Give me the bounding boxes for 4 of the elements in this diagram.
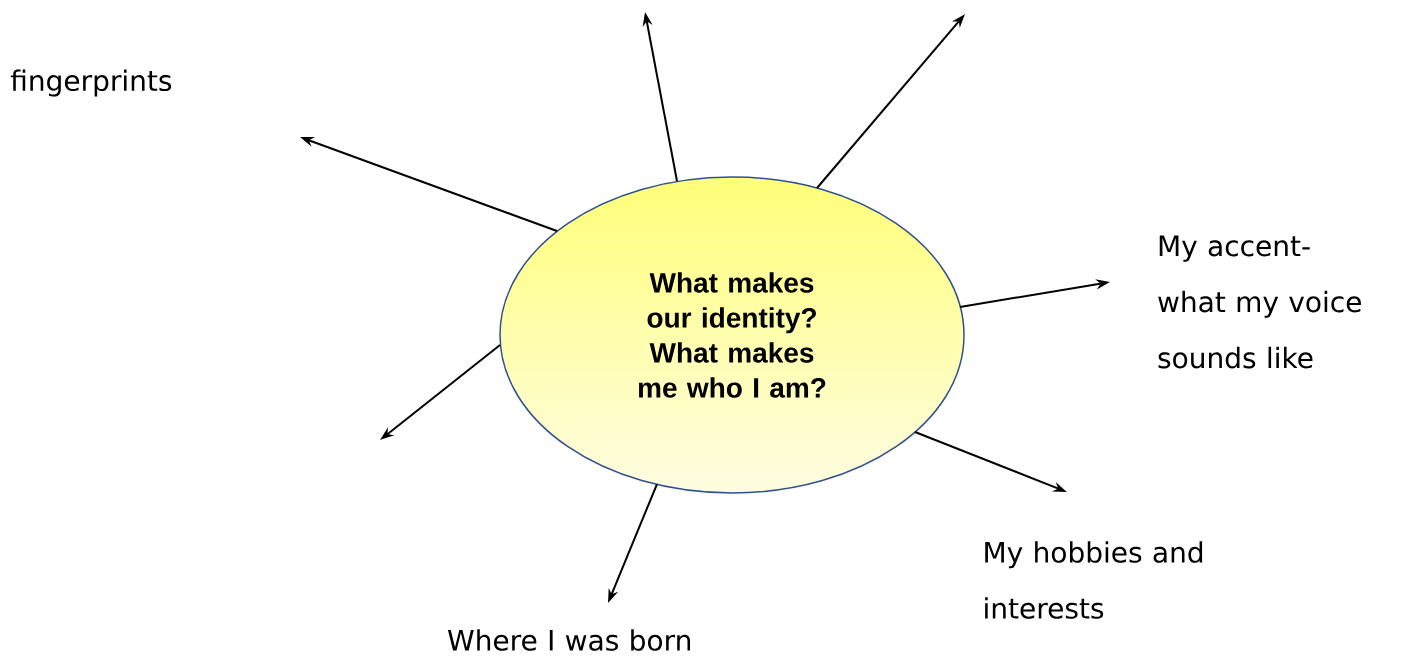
label-text: Where I was born	[447, 629, 690, 651]
label-text: My hobbies and interests	[985, 541, 1203, 619]
label-text: My accent- what my voice sounds like	[1158, 235, 1361, 369]
label-text: fingerprints	[10, 69, 172, 97]
